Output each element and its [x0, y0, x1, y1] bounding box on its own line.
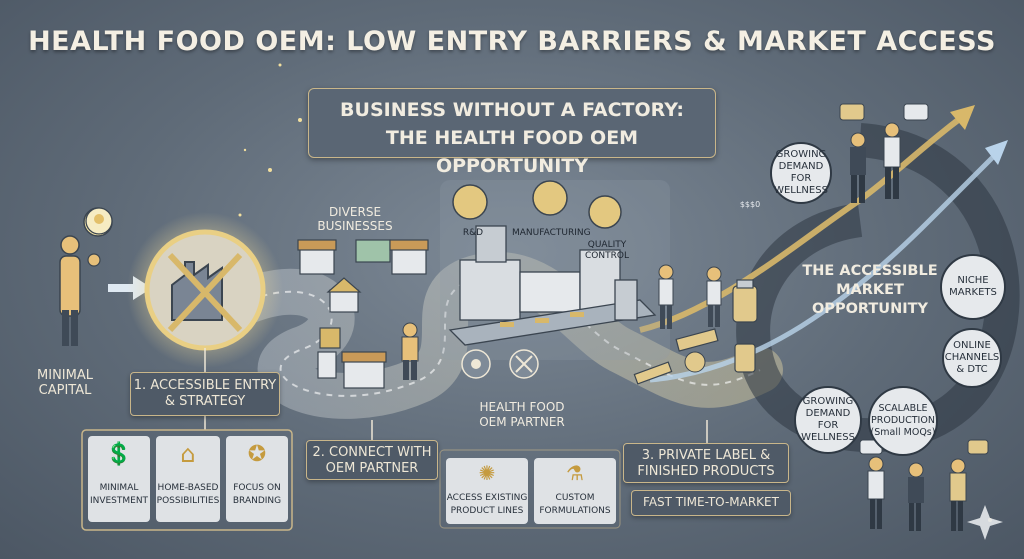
capital-line-2: CAPITAL [38, 383, 92, 398]
feature-line-1: FOCUS ON [233, 483, 281, 493]
bubble-line: CHANNELS [944, 352, 1000, 363]
diverse-businesses-label: DIVERSE BUSINESSES [300, 205, 410, 233]
badge-icon: ✪ [247, 442, 267, 467]
bubble-line: GROWING [775, 149, 827, 160]
bubble-line: GROWING [802, 396, 854, 407]
bubble-line: ONLINE [953, 340, 991, 351]
step-1-line-2: & STRATEGY [164, 394, 246, 409]
lightbulb-icon [85, 207, 113, 235]
market-opportunity-center: THE ACCESSIBLE MARKET OPPORTUNITY [796, 262, 944, 319]
rd-label: R&D [462, 228, 484, 238]
quality-badge-icon [588, 195, 622, 229]
feature-card-investment: 💲 MINIMAL INVESTMENT [88, 436, 150, 522]
step-3-line-1: 3. PRIVATE LABEL & [641, 448, 771, 463]
storefront-icons [297, 239, 429, 389]
rd-icon [452, 184, 488, 220]
feature-line-2: BRANDING [232, 496, 282, 506]
network-icon: ✺ [478, 461, 496, 485]
step-2-line-2: OEM PARTNER [325, 461, 419, 476]
step-3-line-2: FINISHED PRODUCTS [637, 464, 775, 479]
qc-line-2: CONTROL [585, 251, 629, 261]
banner-line-1: BUSINESS WITHOUT A FACTORY: [340, 99, 684, 121]
gear-icon [532, 180, 568, 216]
option-line-2: PRODUCT LINES [450, 506, 524, 516]
quality-control-label: QUALITY CONTROL [582, 240, 632, 262]
option-line-1: CUSTOM [555, 493, 595, 503]
bubble-line: DEMAND FOR [778, 161, 824, 184]
bubble-line: WELLNESS [801, 432, 855, 443]
step-1-line-1: 1. ACCESSIBLE ENTRY [133, 378, 277, 393]
feature-row: 💲 MINIMAL INVESTMENT ⌂ HOME-BASED POSSIB… [88, 436, 288, 526]
price-tag: $$$0 [739, 200, 761, 209]
feature-line-2: INVESTMENT [89, 496, 149, 506]
headline-banner: BUSINESS WITHOUT A FACTORY: THE HEALTH F… [308, 88, 716, 177]
option-existing-lines: ✺ ACCESS EXISTING PRODUCT LINES [446, 458, 528, 524]
step-2-line-1: 2. CONNECT WITH [312, 445, 432, 460]
house-icon: ⌂ [180, 440, 196, 468]
option-custom-formulations: ⚗ CUSTOM FORMULATIONS [534, 458, 616, 524]
bubble-line: NICHE [957, 275, 989, 286]
bubble-line: (Small MOQs) [870, 427, 936, 438]
qc-line-1: QUALITY [587, 240, 627, 250]
option-line-2: FORMULATIONS [539, 506, 611, 516]
step-1-box: 1. ACCESSIBLE ENTRY & STRATEGY [130, 372, 280, 416]
oem-partner-label: HEALTH FOOD OEM PARTNER [462, 400, 582, 430]
growth-arrow-blue [649, 148, 1002, 383]
oem-factory-illustration [440, 180, 670, 360]
capital-line-1: MINIMAL [37, 368, 93, 383]
capital-label: MINIMAL CAPITAL [20, 368, 110, 398]
growth-arrow-gold [639, 112, 967, 333]
step-3-box: 3. PRIVATE LABEL & FINISHED PRODUCTS [623, 443, 789, 483]
step-2-box: 2. CONNECT WITH OEM PARTNER [306, 440, 438, 480]
diverse-line-2: BUSINESSES [317, 219, 393, 233]
discussion-figures [859, 439, 989, 531]
consultant-figure [401, 322, 419, 380]
coin-hand-icon: 💲 [105, 442, 133, 467]
bubble-line: DEMAND FOR [805, 408, 851, 431]
bubble-line: WELLNESS [774, 185, 828, 196]
feature-line-2: POSSIBILITIES [156, 496, 220, 506]
feature-card-branding: ✪ FOCUS ON BRANDING [226, 436, 288, 522]
banner-line-2: THE HEALTH FOOD OEM OPPORTUNITY [385, 127, 639, 177]
bubble-line: MARKETS [949, 287, 997, 298]
center-line-2: MARKET [836, 282, 904, 298]
feature-line-1: MINIMAL [99, 483, 139, 493]
manufacturing-label: MANUFACTURING [512, 228, 591, 238]
no-factory-icon [167, 252, 243, 333]
partner-line-2: OEM PARTNER [479, 415, 565, 429]
center-line-1: THE ACCESSIBLE [802, 263, 938, 279]
team-figures-center [658, 264, 722, 329]
bubble-line: PRODUCTION [871, 415, 935, 426]
bubble-line: & DTC [956, 364, 988, 375]
feature-card-home: ⌂ HOME-BASED POSSIBILITIES [156, 436, 220, 522]
diverse-line-1: DIVERSE [328, 205, 382, 219]
finished-products [633, 279, 758, 385]
page-title: HEALTH FOOD OEM: LOW ENTRY BARRIERS & MA… [28, 26, 996, 57]
handshake-figures [839, 103, 929, 203]
feature-frame [81, 429, 293, 531]
center-line-3: OPPORTUNITY [811, 301, 928, 317]
partner-line-1: HEALTH FOOD [479, 400, 565, 414]
fast-time-to-market-box: FAST TIME-TO-MARKET [631, 490, 791, 516]
option-line-1: ACCESS EXISTING [446, 493, 528, 503]
bubble-line: SCALABLE [878, 403, 928, 414]
process-icons [461, 349, 539, 379]
flask-icon: ⚗ [566, 461, 584, 485]
feature-line-1: HOME-BASED [157, 483, 219, 493]
